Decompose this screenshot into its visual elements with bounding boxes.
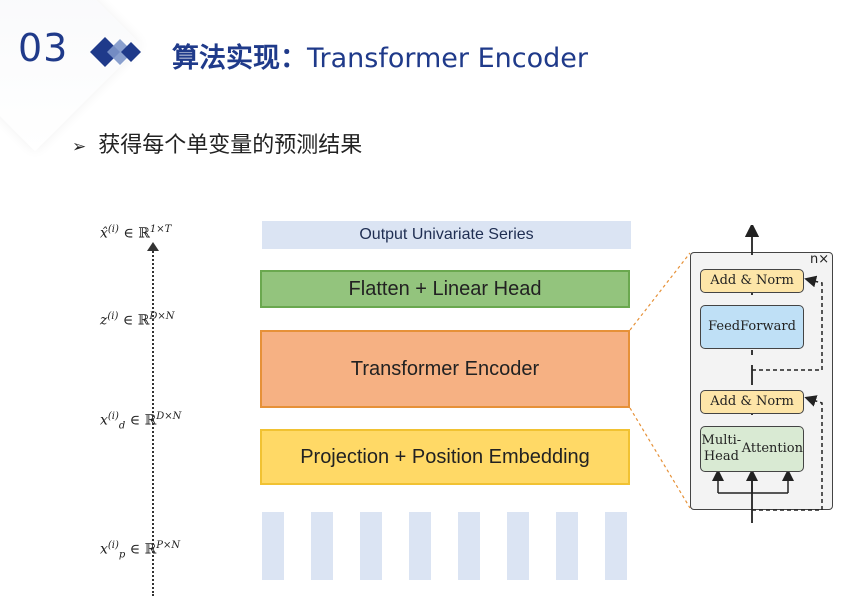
bullet-text: 获得每个单变量的预测结果 (98, 133, 363, 158)
flatten-linear-head-block: Flatten + Linear Head (260, 270, 630, 308)
math-label-xd: x(i)d ∈ ℝD×N (100, 411, 182, 432)
up-arrow-icon (147, 242, 159, 251)
math-label-xp: x(i)p ∈ ℝP×N (100, 540, 181, 561)
input-patch (507, 512, 529, 580)
input-patch (605, 512, 627, 580)
add-norm-bottom: Add & Norm (700, 390, 804, 414)
mha-line1: Multi-Head (701, 432, 742, 464)
input-patch (458, 512, 480, 580)
output-series-block: Output Univariate Series (262, 221, 631, 249)
projection-embedding-block: Projection + Position Embedding (260, 429, 630, 485)
mha-line2: Attention (741, 440, 803, 456)
right-arrow-bullet-icon: ➢ (72, 137, 87, 157)
title-english: Transformer Encoder (307, 43, 588, 74)
title-chinese: 算法实现： (172, 43, 307, 74)
feed-forward-line1: Feed (708, 318, 741, 334)
feed-forward-line2: Forward (740, 318, 796, 334)
dotted-flow-line (152, 248, 154, 596)
diamond-icon (90, 37, 141, 67)
bullet-point: ➢ 获得每个单变量的预测结果 (72, 127, 362, 159)
input-patch (262, 512, 284, 580)
input-patch (409, 512, 431, 580)
input-patch (360, 512, 382, 580)
input-patch (556, 512, 578, 580)
add-norm-top: Add & Norm (700, 269, 804, 293)
section-number: 03 (18, 26, 69, 70)
math-label-output: x̂(i) ∈ ℝ1×T (100, 224, 172, 242)
repeat-label: n× (810, 252, 830, 267)
math-label-z: z(i) ∈ ℝD×N (100, 311, 175, 329)
transformer-encoder-block: Transformer Encoder (260, 330, 630, 408)
page-title: 算法实现：Transformer Encoder (172, 36, 588, 75)
input-patch (311, 512, 333, 580)
